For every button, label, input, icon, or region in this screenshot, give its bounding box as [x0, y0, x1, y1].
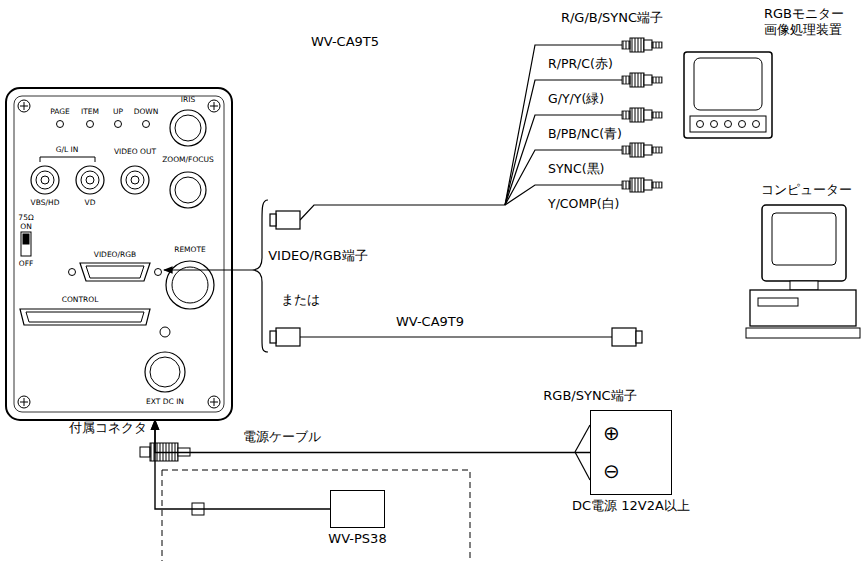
panel-label: OFF [19, 260, 34, 269]
annotation-label: コンピューター [761, 182, 852, 198]
d-sub-plugs [270, 211, 642, 346]
panel-label: 75Ω [18, 214, 33, 223]
annotation-label: WV-CA9T9 [396, 314, 464, 330]
box-heading: DC電源 12V2A以上 [572, 499, 690, 514]
camera-rear-panel: PAGE ITEM UP DOWN IRIS G/L IN VIDEO OUT ZOOM/FO… [6, 88, 232, 420]
computer [746, 205, 860, 338]
annotation-label: WV-CA9T5 [311, 34, 379, 50]
panel-label: CONTROL [62, 296, 99, 305]
panel-label: ZOOM/FOCUS [162, 156, 214, 165]
video-rgb-cables [300, 45, 622, 337]
dc-power-supply: ⊕⊖DC電源 12V2A以上 [590, 410, 672, 495]
cable-connector [155, 420, 590, 453]
terminal-sign: ⊖ [603, 460, 659, 483]
panel-label: EXT DC IN [146, 398, 184, 407]
panel-label: VIDEO/RGB [94, 251, 136, 260]
adapter-box: WV-PS38 [330, 490, 385, 528]
panel-label: ITEM [81, 108, 99, 117]
panel-label: IRIS [181, 96, 195, 105]
annotation-label: G/Y/Y(緑) [548, 91, 604, 106]
annotation-label: SYNC(黒) [548, 161, 604, 176]
panel-label: UP [113, 108, 123, 117]
annotation-label: 付属コネクタ [69, 420, 147, 436]
panel-label: VD [85, 199, 96, 208]
annotation-label: VIDEO/RGB端子 [268, 248, 368, 264]
annotation-label: B/PB/NC(青) [548, 126, 622, 141]
cable-connector [155, 420, 330, 509]
camera-rear-panel [6, 88, 232, 420]
annotation-label: RGBモニター 画像処理装置 [764, 6, 862, 37]
annotation-label: RGB/SYNC端子 [543, 388, 636, 404]
annotation-label: または [281, 292, 320, 308]
rgb-monitor [684, 52, 772, 138]
box-heading: WV-PS38 [328, 532, 386, 547]
annotation-label: Y/COMP(白) [548, 196, 620, 211]
panel-label: REMOTE [174, 246, 206, 255]
choice-bracket [164, 200, 268, 352]
panel-label: ON [20, 223, 32, 232]
panel-label: PAGE [50, 108, 70, 117]
panel-label: VBS/HD [31, 199, 60, 208]
cable-label: 電源ケーブル [241, 429, 323, 445]
annotation-label: R/PR/C(赤) [548, 56, 613, 71]
optional-adapter-frame [162, 470, 470, 561]
annotation-label: R/G/B/SYNC端子 [561, 10, 663, 26]
panel-label: DOWN [134, 108, 159, 117]
panel-label: VIDEO OUT [114, 148, 156, 157]
panel-label: G/L IN [56, 146, 79, 155]
terminal-sign: ⊕ [603, 422, 659, 445]
bnc-plugs [622, 38, 662, 192]
